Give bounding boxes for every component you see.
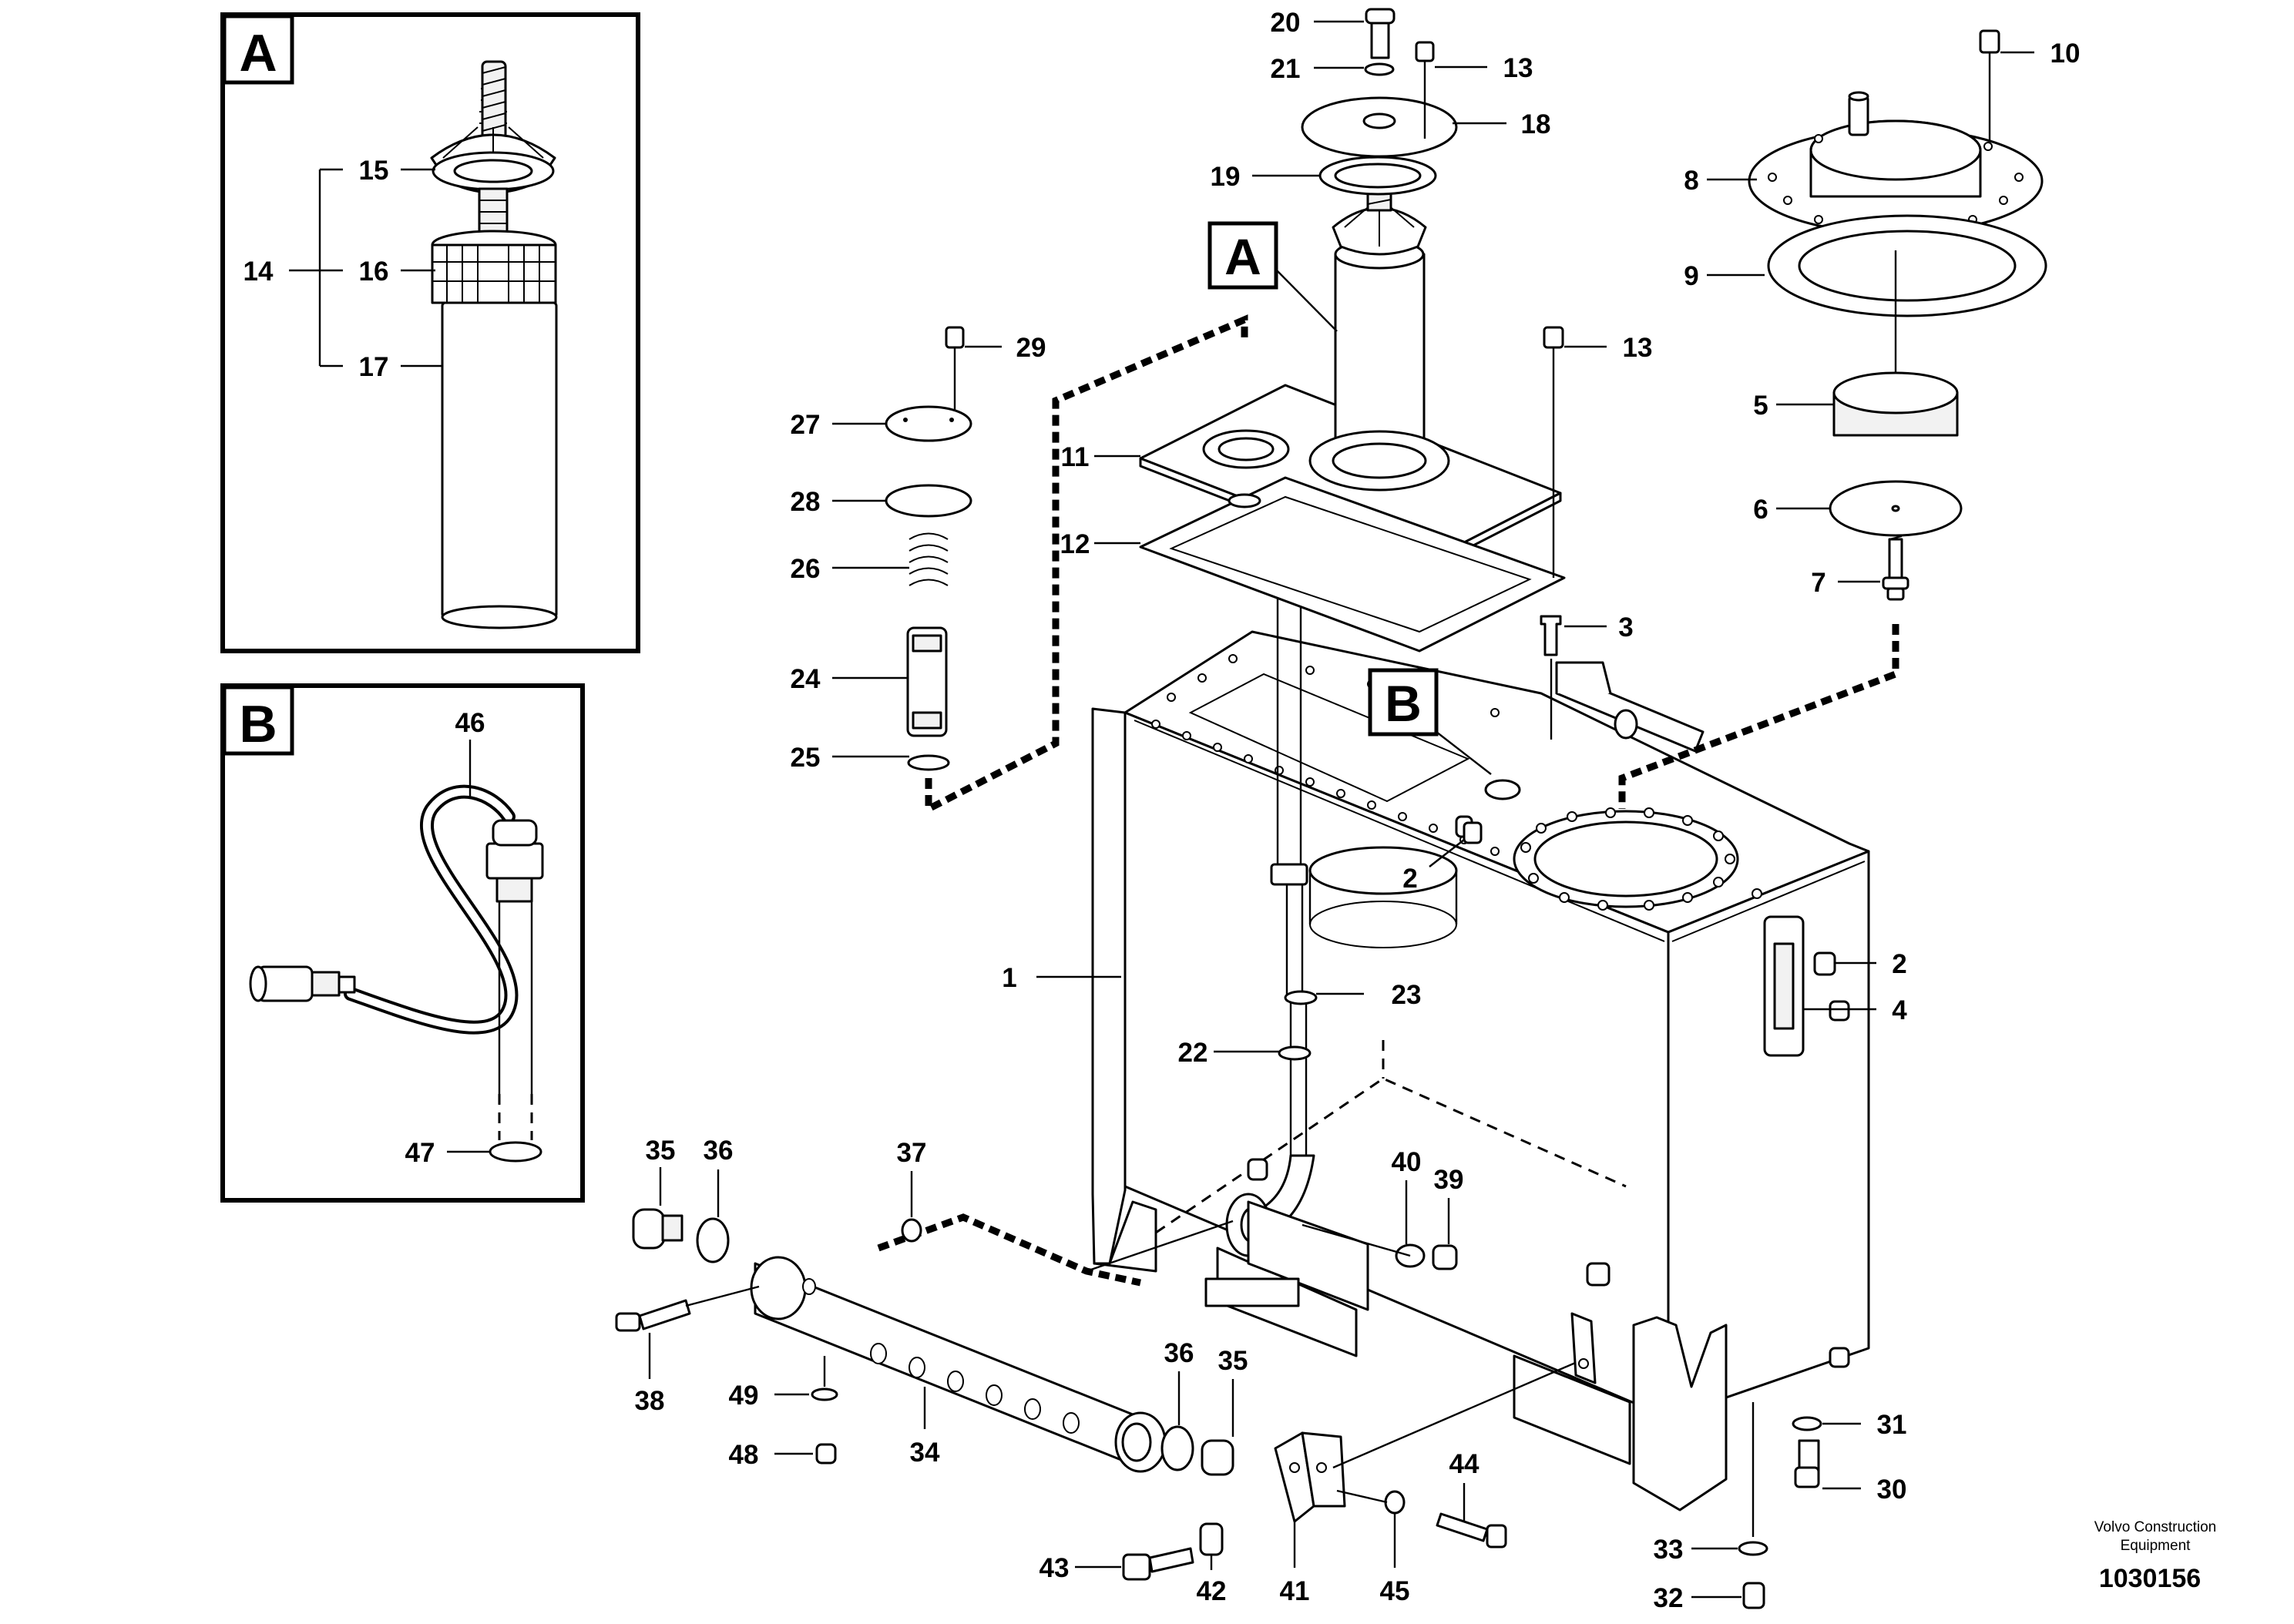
part-label-4: 4 — [1892, 995, 1907, 1025]
part-label-18: 18 — [1521, 109, 1551, 139]
part-label-36b: 36 — [1164, 1338, 1194, 1368]
part-label-29: 29 — [1016, 333, 1046, 363]
part-label-16: 16 — [359, 257, 389, 287]
part-label-5: 5 — [1753, 391, 1768, 421]
svg-text:A: A — [1224, 228, 1261, 285]
part-label-19: 19 — [1211, 162, 1241, 192]
part-label-38: 38 — [635, 1386, 665, 1416]
part-label-25: 25 — [791, 743, 821, 773]
hydraulic-tank — [1091, 630, 1870, 1512]
part-label-24: 24 — [791, 664, 821, 694]
return-filter-assembly — [1748, 29, 2047, 601]
part-label-13: 13 — [1503, 53, 1533, 83]
svg-text:B: B — [1385, 675, 1422, 732]
part-labels: 20 21 13 18 19 29 27 28 26 24 25 11 — [635, 8, 2081, 1613]
part-label-2b: 2 — [1892, 949, 1906, 979]
part-label-8: 8 — [1684, 166, 1698, 196]
part-label-21: 21 — [1271, 54, 1301, 84]
part-label-11: 11 — [1061, 442, 1090, 472]
breather-assembly — [885, 314, 1248, 815]
part-label-34: 34 — [910, 1438, 940, 1468]
part-label-20: 20 — [1271, 8, 1301, 38]
dashed-connector-right — [1618, 624, 1899, 809]
part-label-49: 49 — [729, 1381, 759, 1411]
part-label-27: 27 — [791, 410, 821, 440]
part-label-40: 40 — [1392, 1147, 1422, 1177]
part-label-47: 47 — [405, 1138, 435, 1168]
brand-line-2: Equipment — [2121, 1538, 2192, 1554]
detail-a-letter: A — [239, 24, 277, 82]
part-label-37: 37 — [897, 1138, 927, 1168]
drawing-number: 1030156 — [2099, 1564, 2201, 1593]
part-label-30: 30 — [1877, 1475, 1907, 1505]
detail-b-letter: B — [239, 695, 277, 753]
part-label-1: 1 — [1002, 963, 1016, 993]
part-label-13b: 13 — [1623, 333, 1653, 363]
callout-tag-a: A — [1207, 221, 1338, 332]
part-label-14: 14 — [244, 257, 274, 287]
part-label-33: 33 — [1654, 1535, 1684, 1565]
part-label-12: 12 — [1060, 529, 1090, 559]
part-label-6: 6 — [1753, 495, 1768, 525]
brand-line-1: Volvo Construction — [2094, 1519, 2216, 1535]
part-label-3: 3 — [1618, 612, 1633, 643]
footer-brand: Volvo Construction Equipment 1030156 — [2094, 1519, 2216, 1593]
part-label-35b: 35 — [1218, 1346, 1248, 1376]
cover-plate-assembly — [1139, 8, 1566, 740]
part-label-46: 46 — [455, 708, 485, 738]
part-label-9: 9 — [1684, 261, 1698, 291]
part-label-2: 2 — [1402, 864, 1417, 894]
part-label-31: 31 — [1877, 1410, 1907, 1440]
part-label-48: 48 — [729, 1440, 759, 1470]
part-label-39: 39 — [1434, 1165, 1464, 1195]
part-label-32: 32 — [1654, 1583, 1684, 1613]
part-label-35: 35 — [646, 1136, 676, 1166]
part-label-28: 28 — [791, 487, 821, 517]
part-label-15: 15 — [359, 156, 389, 186]
part-label-7: 7 — [1811, 568, 1825, 598]
callout-tag-b: B — [1368, 668, 1492, 775]
part-label-26: 26 — [791, 554, 821, 584]
part-label-10: 10 — [2050, 39, 2081, 69]
part-label-45: 45 — [1380, 1576, 1410, 1606]
detail-a-box: A 15 16 17 14 — [220, 12, 640, 653]
part-label-43: 43 — [1040, 1553, 1070, 1583]
part-label-17: 17 — [359, 352, 389, 382]
part-label-42: 42 — [1197, 1576, 1227, 1606]
detail-b-box: B 46 47 — [220, 683, 585, 1203]
part-label-22: 22 — [1178, 1038, 1208, 1068]
part-label-44: 44 — [1449, 1449, 1480, 1479]
part-label-23: 23 — [1392, 980, 1422, 1010]
part-label-41: 41 — [1280, 1576, 1310, 1606]
suction-manifold — [615, 1200, 1822, 1609]
part-label-36: 36 — [704, 1136, 734, 1166]
